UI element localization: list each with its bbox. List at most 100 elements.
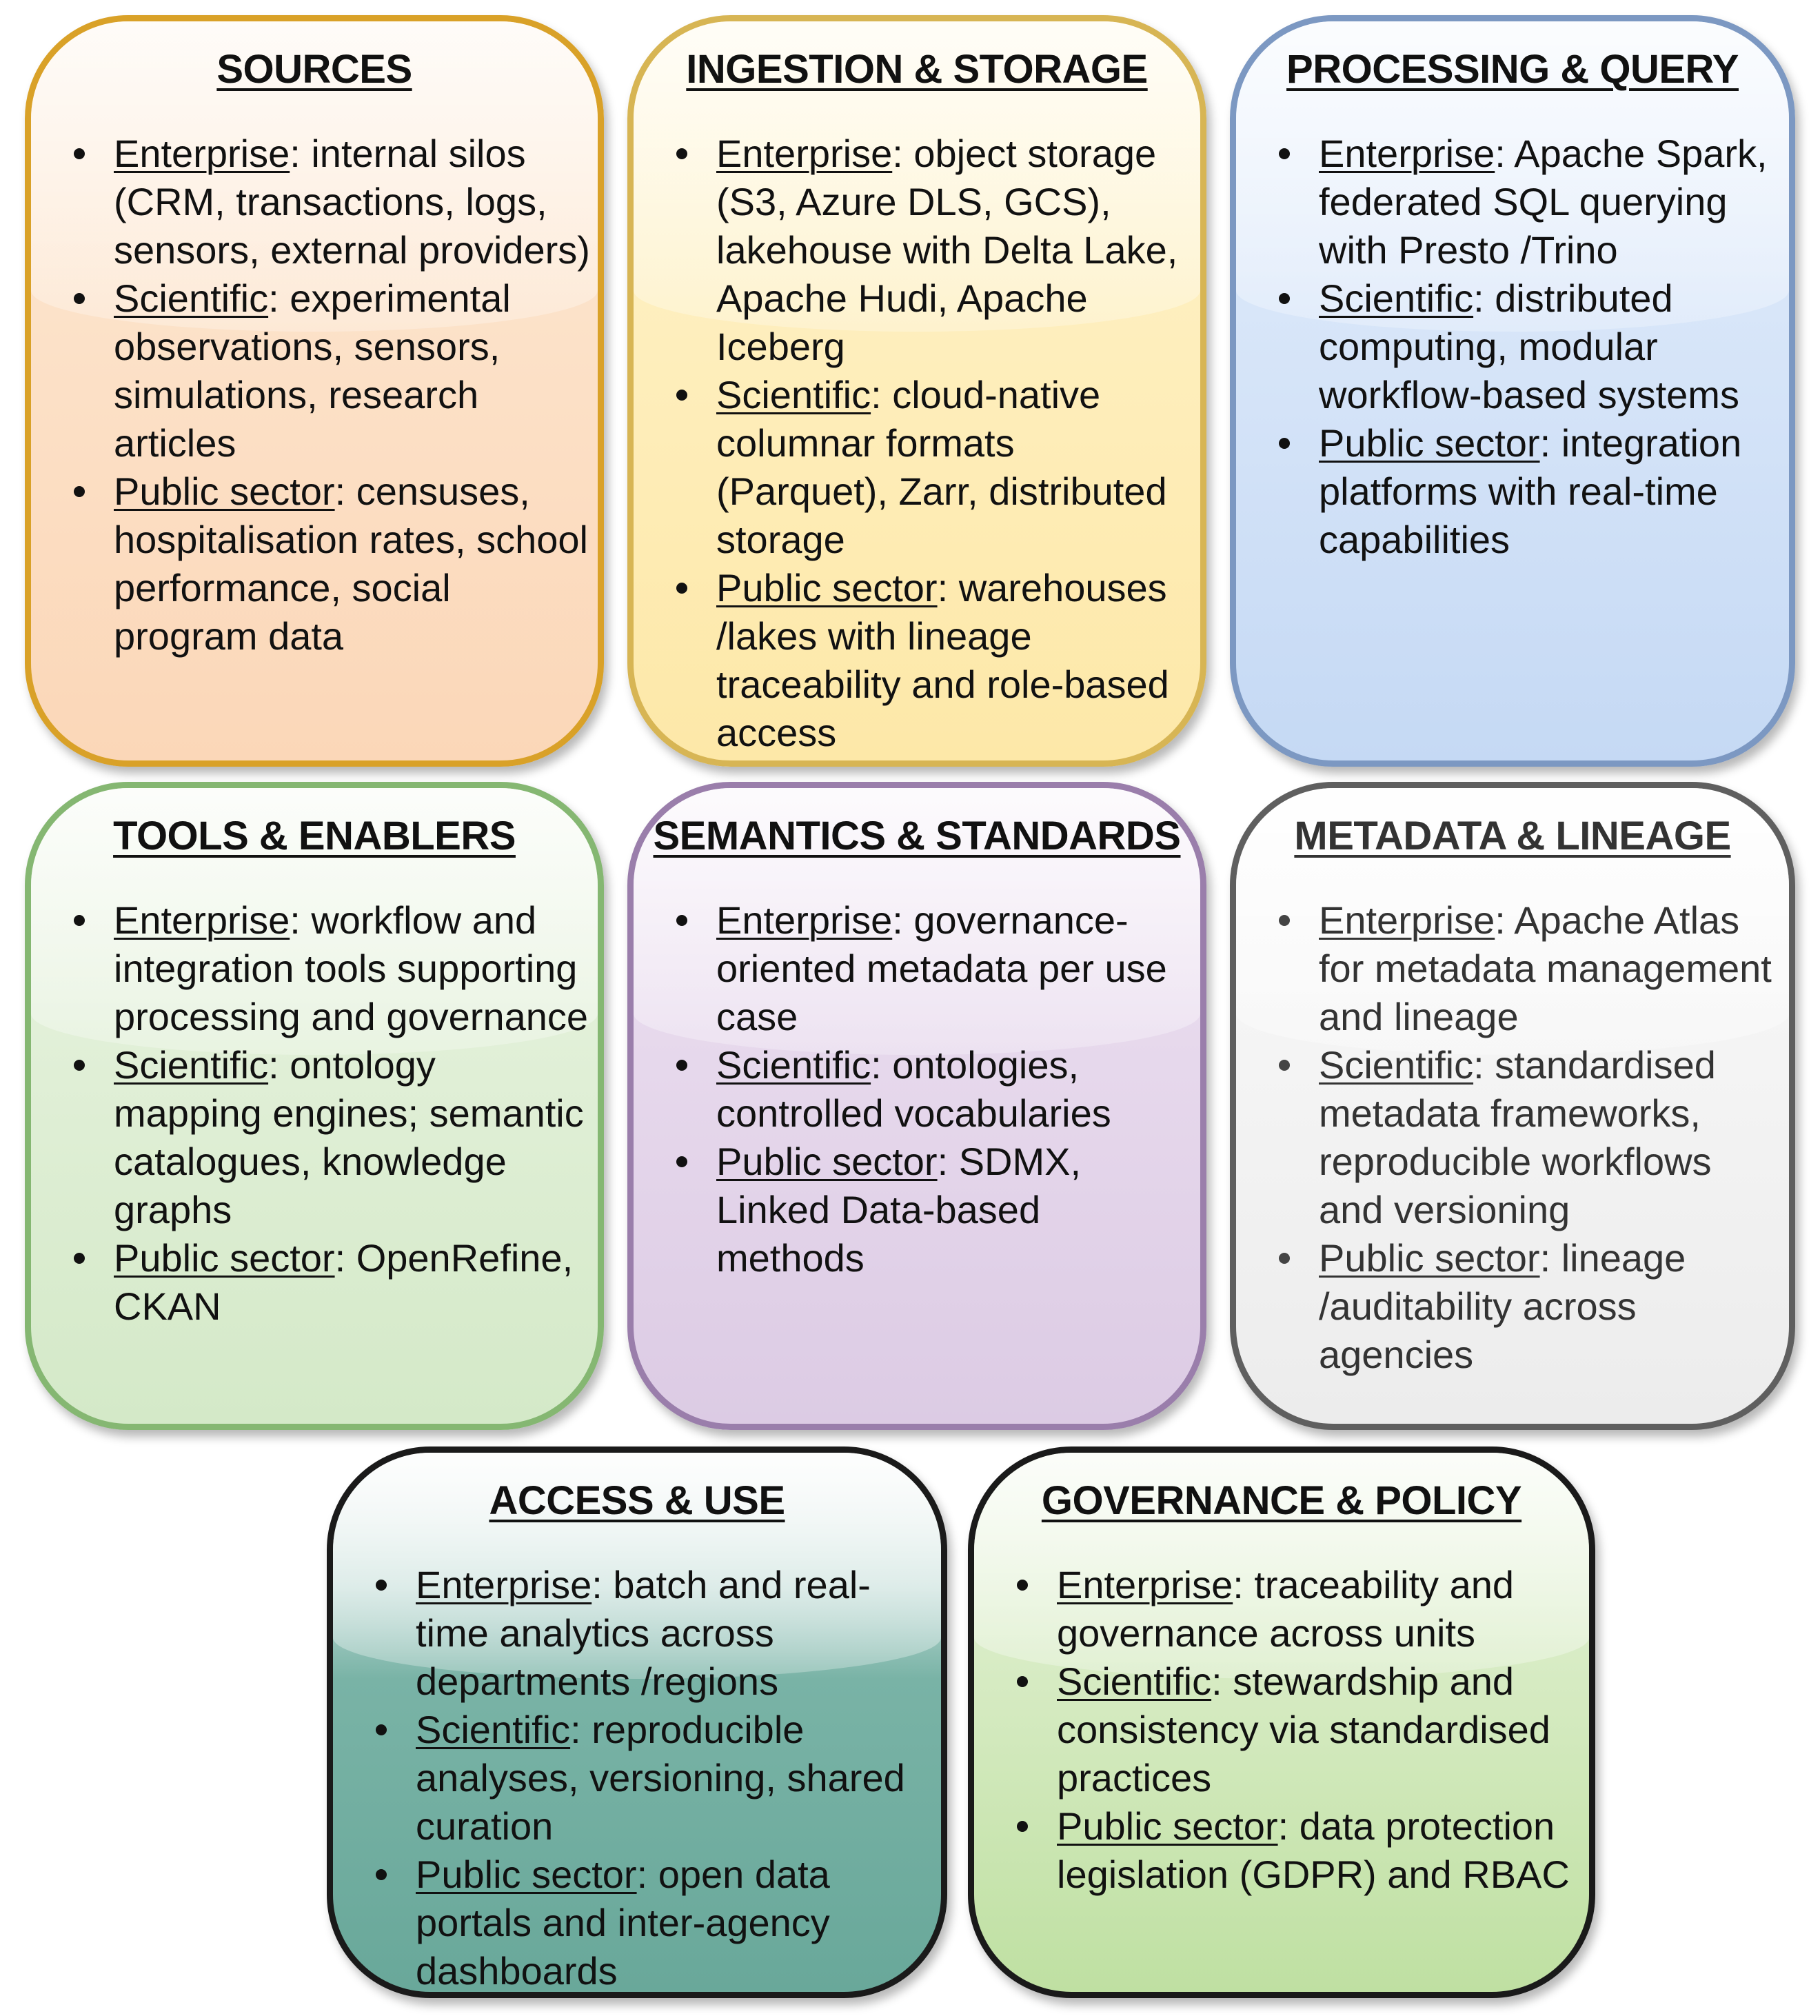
panel-processing-query: PROCESSING & QUERY Enterprise: Apache Sp… [1230,15,1795,767]
list-item-enterprise: Enterprise: object storage (S3, Azure DL… [634,130,1193,371]
bullet-icon [376,1869,387,1880]
bullet-list: Enterprise: object storage (S3, Azure DL… [634,130,1200,757]
panel-title-sources: SOURCES [216,47,412,92]
list-item-scientific: Scientific: ontologies, controlled vocab… [634,1041,1193,1138]
category-label: Public sector [716,1140,938,1183]
item-text: : stewardship and consistency via standa… [1057,1660,1550,1800]
category-label: Enterprise [716,898,893,942]
item-text: : cloud-native columnar formats (Parquet… [716,373,1167,561]
list-item-public: Public sector: censuses, hospitalisation… [31,467,591,661]
bullet-icon [1279,915,1290,926]
bullet-list: Enterprise: Apache Atlas for metadata ma… [1236,896,1789,1379]
list-item-public: Public sector: open data portals and int… [333,1851,934,1993]
category-label: Scientific [114,1043,269,1087]
item-text: : governance-oriented metadata per use c… [716,898,1167,1038]
panel-title-processing-query: PROCESSING & QUERY [1286,47,1739,92]
item-text: : standardised metadata frameworks, repr… [1319,1043,1716,1231]
item-text: : traceability and governance across uni… [1057,1563,1515,1655]
category-label: Scientific [716,1043,871,1087]
category-label: Enterprise [416,1563,592,1606]
bullet-list: Enterprise: batch and real-time analytic… [333,1561,941,1993]
list-item-enterprise: Enterprise: Apache Spark, federated SQL … [1236,130,1782,274]
bullet-icon [1279,1253,1290,1264]
panel-access-use: ACCESS & USE Enterprise: batch and real-… [327,1447,947,1998]
category-label: Public sector [114,470,335,513]
panel-title-tools-enablers: TOOLS & ENABLERS [113,814,516,858]
list-item-enterprise: Enterprise: governance-oriented metadata… [634,896,1193,1041]
bullet-icon [1017,1580,1028,1591]
bullet-icon [676,390,687,401]
list-item-public: Public sector: SDMX, Linked Data-based m… [634,1138,1193,1282]
panel-title-semantics-standards: SEMANTICS & STANDARDS [653,814,1182,858]
item-text: : open data portals and inter-agency das… [416,1853,830,1993]
bullet-icon [1017,1821,1028,1832]
bullet-icon [676,1060,687,1071]
list-item-scientific: Scientific: stewardship and consistency … [974,1657,1582,1802]
category-label: Public sector [1319,1236,1540,1280]
bullet-icon [74,915,85,926]
item-text: : warehouses /lakes with lineage traceab… [716,566,1169,754]
bullet-icon [74,293,85,304]
bullet-icon [676,583,687,594]
list-item-enterprise: Enterprise: traceability and governance … [974,1561,1582,1657]
list-item-scientific: Scientific: cloud-native columnar format… [634,371,1193,564]
item-text: : ontologies, controlled vocabularies [716,1043,1111,1135]
category-label: Enterprise [716,132,893,175]
category-label: Public sector [114,1236,335,1280]
bullet-icon [1279,1060,1290,1071]
bullet-icon [376,1724,387,1735]
list-item-public: Public sector: integration platforms wit… [1236,419,1782,564]
category-label: Enterprise [1319,898,1495,942]
item-text: : Apache Spark, federated SQL querying w… [1319,132,1768,272]
item-text: : workflow and integration tools support… [114,898,589,1038]
item-text: : data protection legislation (GDPR) and… [1057,1804,1570,1896]
panel-semantics-standards: SEMANTICS & STANDARDS Enterprise: govern… [627,782,1206,1430]
list-item-scientific: Scientific: distributed computing, modul… [1236,274,1782,419]
item-text: : ontology mapping engines; semantic cat… [114,1043,584,1231]
bullet-icon [74,486,85,497]
bullet-icon [74,1253,85,1264]
bullet-list: Enterprise: governance-oriented metadata… [634,896,1200,1282]
item-text: : distributed computing, modular workflo… [1319,276,1739,416]
list-item-scientific: Scientific: ontology mapping engines; se… [31,1041,591,1234]
bullet-icon [1279,148,1290,159]
category-label: Enterprise [114,898,290,942]
item-text: : censuses, hospitalisation rates, schoo… [114,470,588,658]
category-label: Public sector [716,566,938,609]
panel-title-ingestion-storage: INGESTION & STORAGE [686,47,1148,92]
list-item-public: Public sector: data protection legislati… [974,1802,1582,1899]
item-text: : Apache Atlas for metadata management a… [1319,898,1772,1038]
list-item-enterprise: Enterprise: internal silos (CRM, transac… [31,130,591,274]
item-text: : SDMX, Linked Data-based methods [716,1140,1082,1280]
category-label: Scientific [114,276,269,320]
bullet-list: Enterprise: traceability and governance … [974,1561,1589,1899]
list-item-enterprise: Enterprise: Apache Atlas for metadata ma… [1236,896,1782,1041]
bullet-icon [676,915,687,926]
list-item-public: Public sector: lineage /auditability acr… [1236,1234,1782,1379]
bullet-list: Enterprise: Apache Spark, federated SQL … [1236,130,1789,564]
category-label: Enterprise [1319,132,1495,175]
category-label: Public sector [1319,421,1540,465]
panel-ingestion-storage: INGESTION & STORAGE Enterprise: object s… [627,15,1206,767]
category-label: Scientific [1057,1660,1212,1703]
category-label: Public sector [416,1853,637,1896]
list-item-scientific: Scientific: reproducible analyses, versi… [333,1706,934,1851]
bullet-icon [376,1580,387,1591]
bullet-icon [1279,293,1290,304]
bullet-icon [74,1060,85,1071]
item-text: : experimental observations, sensors, si… [114,276,511,465]
list-item-scientific: Scientific: experimental observations, s… [31,274,591,467]
bullet-icon [1017,1676,1028,1687]
panel-title-governance-policy: GOVERNANCE & POLICY [1041,1478,1522,1523]
list-item-public: Public sector: warehouses /lakes with li… [634,564,1193,757]
bullet-icon [1279,438,1290,449]
panel-title-metadata-lineage: METADATA & LINEAGE [1294,814,1731,858]
item-text: : reproducible analyses, versioning, sha… [416,1708,905,1848]
item-text: : lineage /auditability across agencies [1319,1236,1686,1376]
category-label: Scientific [1319,1043,1474,1087]
bullet-icon [74,148,85,159]
list-item-enterprise: Enterprise: batch and real-time analytic… [333,1561,934,1706]
list-item-public: Public sector: OpenRefine, CKAN [31,1234,591,1331]
panel-title-access-use: ACCESS & USE [489,1478,785,1523]
category-label: Scientific [716,373,871,416]
